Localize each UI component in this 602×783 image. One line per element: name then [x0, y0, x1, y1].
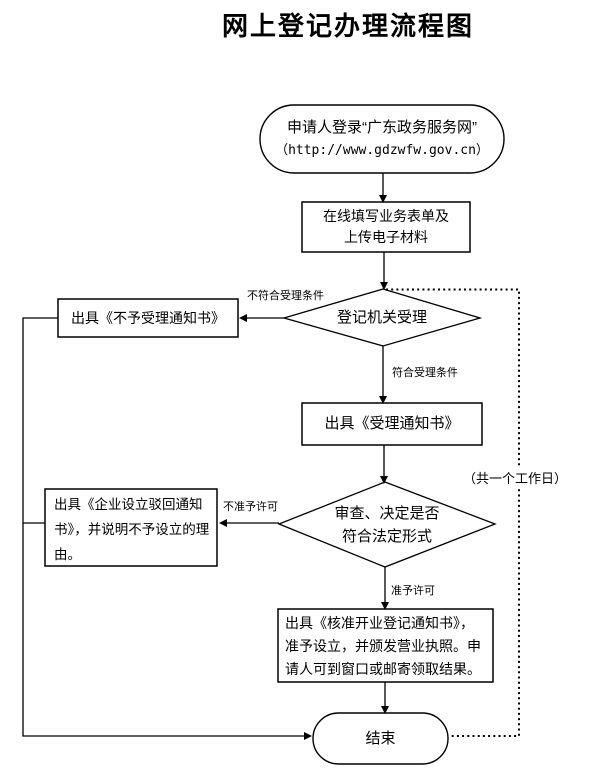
arrowhead-to-legal-review: [380, 476, 388, 484]
accept-review-decision: 登记机关受理: [284, 291, 480, 345]
arrowhead-to-rejection-notice: [219, 519, 227, 527]
fill-form-line1: 在线填写业务表单及: [323, 208, 449, 224]
fill-form-node-shape: [301, 201, 471, 253]
edge-label-approved: 准予许可: [391, 585, 435, 597]
start-node-line1: 申请人登录“广东政务服务网”: [287, 118, 477, 136]
start-node: 申请人登录“广东政务服务网” （http://www.gdzwfw.gov.cn…: [262, 107, 502, 171]
rejection-notice-line1: 出具《企业设立驳回通知: [54, 497, 203, 512]
approval-notice-node-shape: [277, 608, 494, 683]
fill-form-line2: 上传电子材料: [344, 229, 428, 245]
legal-review-decision: 审查、决定是否 符合法定形式: [279, 484, 495, 565]
reject-notice-label: 出具《不予受理通知书》: [71, 309, 225, 326]
legal-review-line1: 审查、决定是否: [334, 504, 440, 522]
start-node-shape: [259, 104, 505, 174]
rejection-notice-node: 出具《企业设立驳回通知 书》，并说明不予设立的理 由。: [45, 489, 217, 566]
fill-form-node: 在线填写业务表单及 上传电子材料: [302, 202, 470, 252]
accept-review-decision-shape: [281, 288, 483, 347]
rejection-notice-line2: 书》，并说明不予设立的理: [54, 522, 210, 537]
legal-review-decision-shape: [277, 481, 497, 568]
edge-label-duration: （共一个工作日）: [462, 466, 569, 489]
approval-notice-line2: 准予设立，并颁发营业执照。申: [285, 638, 481, 654]
arrowhead-left-return-to-end: [304, 732, 312, 740]
arrowhead-form-to-accept-review: [380, 282, 388, 290]
rejection-notice-node-shape: [44, 488, 218, 567]
page-title: 网上登记办理流程图: [221, 11, 474, 41]
accept-review-label: 登记机关受理: [336, 309, 427, 327]
edge-label-not-qualified: 不符合受理条件: [247, 290, 324, 302]
arrowhead-to-approval-notice: [381, 602, 389, 610]
reject-notice-node: 出具《不予受理通知书》: [58, 299, 238, 337]
arrowhead-approval-to-end: [381, 706, 389, 714]
legal-review-line2: 符合法定形式: [341, 527, 432, 545]
accept-notice-node-shape: [301, 402, 483, 446]
edge-dotted-duration-path: [386, 288, 520, 737]
accept-notice-node: 出具《受理通知书》: [302, 403, 482, 445]
arrowhead-to-accept-notice: [379, 396, 387, 404]
end-node: 结束: [313, 713, 448, 764]
rejection-notice-line3: 由。: [54, 547, 81, 562]
arrowhead-start-to-form: [379, 195, 387, 203]
edge-left-return-to-end: [22, 317, 304, 737]
reject-notice-node-shape: [57, 298, 239, 338]
approval-notice-line1: 出具《核准开业登记通知书》，: [285, 615, 474, 631]
approval-notice-node: 出具《核准开业登记通知书》， 准予设立，并颁发营业执照。申 请人可到窗口或邮寄领…: [278, 609, 493, 682]
edge-label-not-approved: 不准予许可: [223, 501, 278, 513]
accept-notice-label: 出具《受理通知书》: [324, 415, 460, 433]
end-node-shape: [312, 712, 449, 765]
arrowhead-to-reject-notice: [239, 314, 247, 322]
end-node-label: 结束: [365, 729, 396, 747]
start-node-url: （http://www.gdzwfw.gov.cn）: [275, 143, 489, 159]
edge-label-qualified: 符合受理条件: [392, 367, 458, 379]
approval-notice-line3: 请人可到窗口或邮寄领取结果。: [285, 661, 481, 677]
